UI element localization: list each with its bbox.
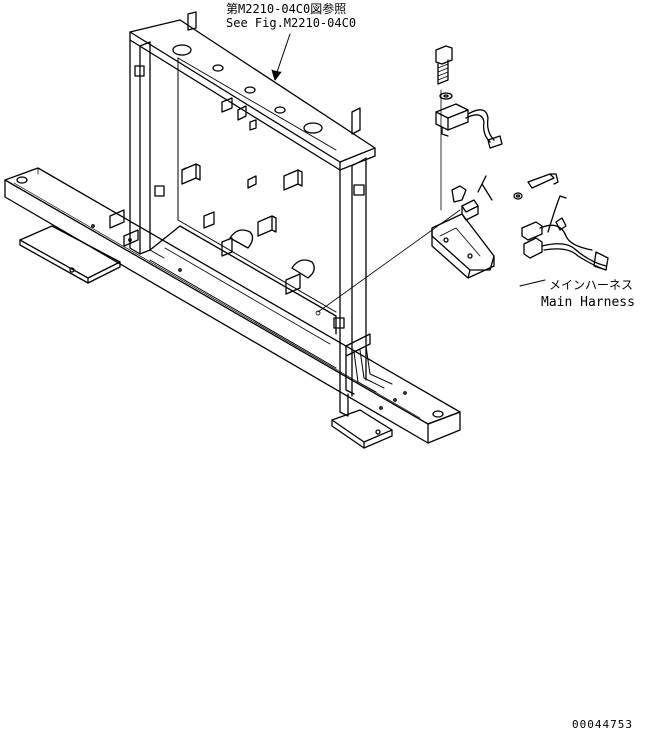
leader-lines (271, 33, 546, 287)
document-id: 00044753 (572, 718, 633, 731)
bolt-top (435, 45, 453, 85)
relay-connector (435, 103, 503, 149)
bolt-right (513, 173, 559, 200)
harness-label-en: Main Harness (541, 295, 635, 310)
left-mount-bracket (19, 225, 121, 284)
bolt-clip-middle (451, 175, 493, 221)
harness-label-jp: メインハーネス (549, 278, 634, 292)
main-harness-wires (521, 195, 609, 271)
base-frame-beam (4, 167, 461, 444)
upright-frame (109, 11, 376, 397)
relay-bracket (431, 213, 495, 279)
harness-clamp-assembly (339, 333, 393, 417)
reference-label-en: See Fig.M2210-04C0 (226, 16, 357, 30)
washer-top (439, 92, 453, 100)
assembly-guide-lines (315, 89, 461, 316)
reference-label-jp: 第M2210-04C0図参照 (226, 2, 347, 16)
right-mount-bracket (331, 409, 393, 449)
